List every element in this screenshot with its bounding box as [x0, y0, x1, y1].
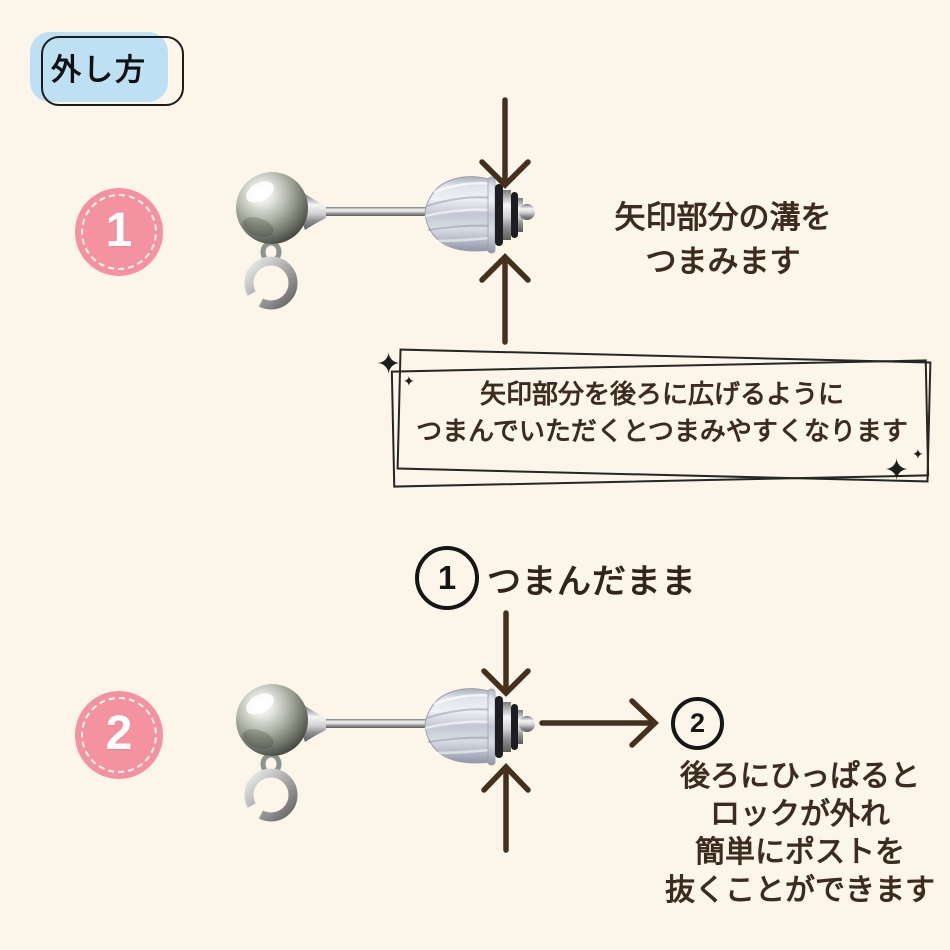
note-line1: 矢印部分を後ろに広げるように [479, 379, 844, 409]
step-1-number-badge: 1 [75, 188, 163, 276]
substep-2-marker: 2 [671, 697, 724, 750]
step-1-caption-line2: つまみます [645, 244, 801, 279]
step-2-caption-line3: 簡単にポストを [695, 836, 905, 869]
sparkle-icon: ✦ [403, 373, 415, 389]
sparkle-icon: ✦ [912, 446, 924, 462]
earring-photo-step2 [220, 658, 550, 848]
earring-photo-step1 [220, 146, 550, 336]
sparkle-icon: ✦ [884, 454, 910, 487]
step-2-caption: 後ろにひっぱると ロックが外れ 簡単にポストを 抜くことができます [652, 758, 948, 910]
step-2-caption-line2: ロックが外れ [710, 798, 890, 831]
step-2-number: 2 [105, 707, 133, 760]
title-badge: 外し方 [30, 32, 168, 102]
title-badge-label: 外し方 [51, 54, 147, 87]
sparkle-icon: ✦ [376, 348, 402, 381]
step-1-number: 1 [105, 204, 133, 257]
substep-1-marker: 1 [415, 546, 479, 610]
note-text: 矢印部分を後ろに広げるように つまんでいただくとつまみやすくなります [388, 376, 936, 450]
step-2-number-badge: 2 [75, 691, 163, 779]
arrow-right-step2-icon [539, 698, 659, 748]
substep-1-number: 1 [437, 559, 457, 596]
step-1-caption-line1: 矢印部分の溝を [614, 200, 832, 235]
substep-1-label: つまんだまま [487, 563, 697, 601]
note-box: 矢印部分を後ろに広げるように つまんでいただくとつまみやすくなります [388, 348, 936, 496]
step-1-caption: 矢印部分の溝を つまみます [563, 196, 883, 284]
note-line2: つまんでいただくとつまみやすくなります [416, 416, 908, 446]
step-2-caption-line1: 後ろにひっぱると [680, 760, 920, 793]
dashed-ring [81, 194, 157, 270]
step-2-caption-line4: 抜くことができます [665, 874, 935, 907]
dashed-ring [81, 697, 157, 773]
substep-2-number: 2 [689, 708, 706, 738]
